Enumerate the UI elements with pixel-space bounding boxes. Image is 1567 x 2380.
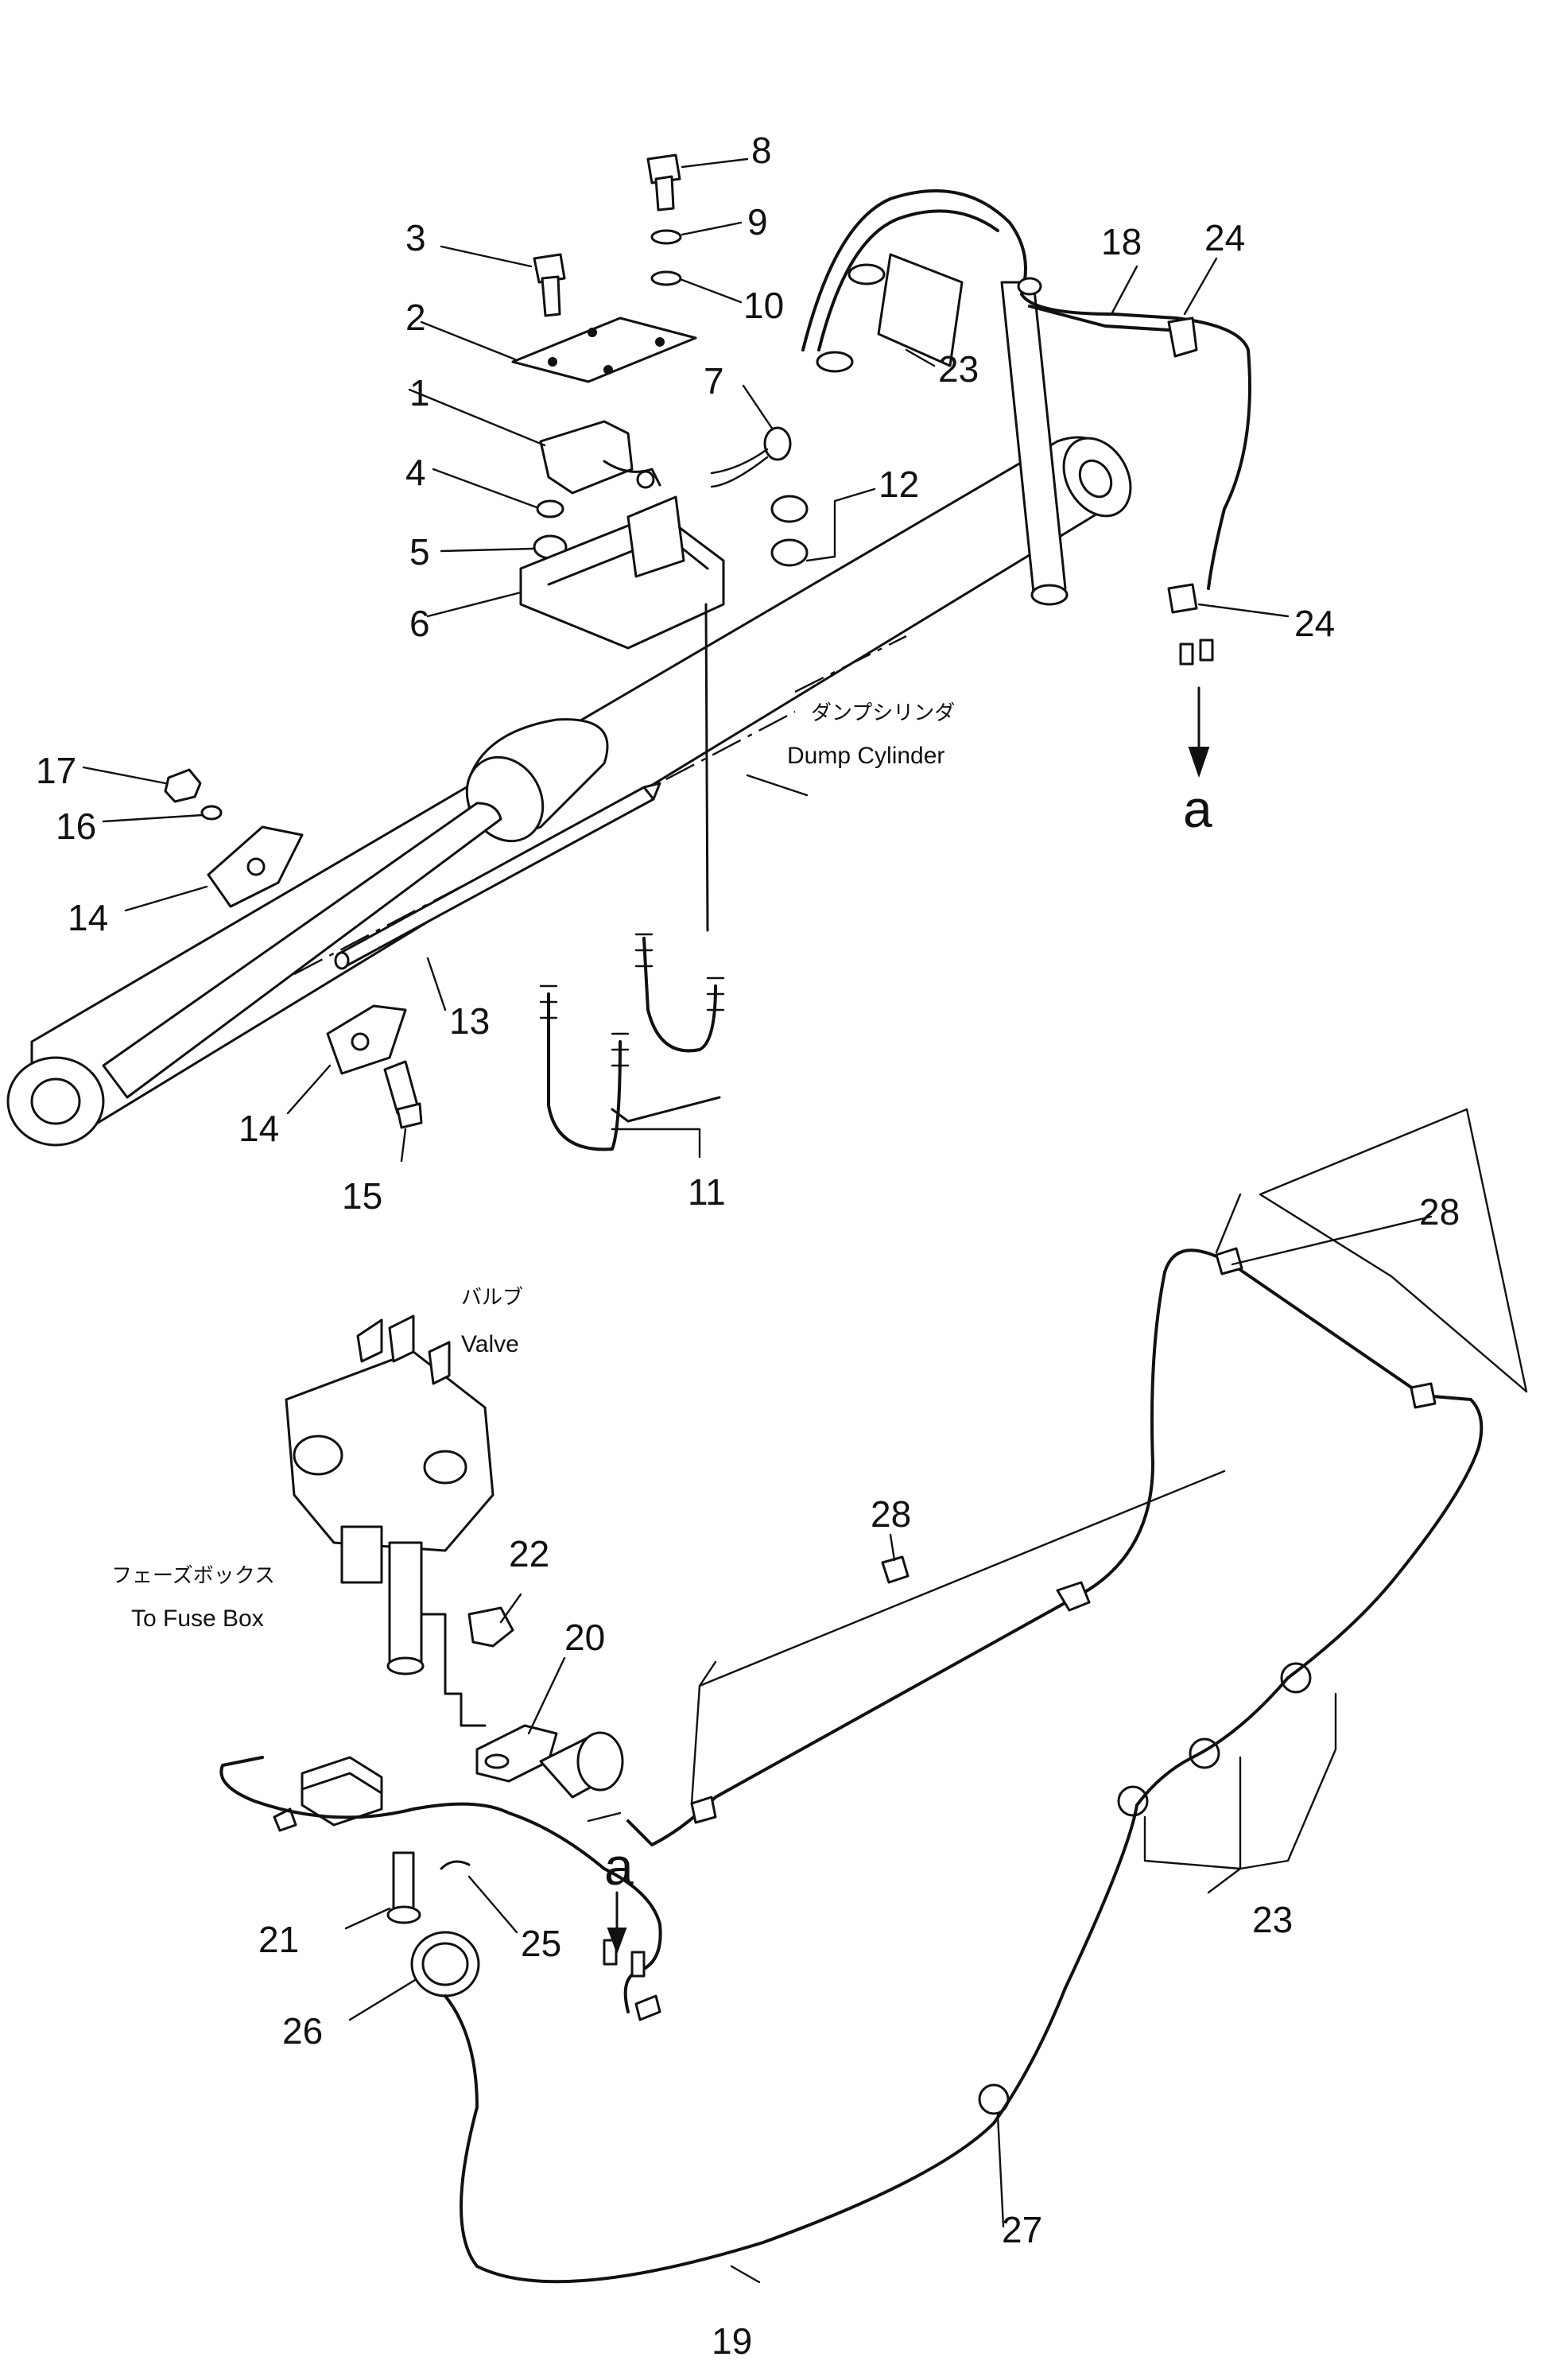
harness-lower [219,1247,1484,2284]
valve-label-jp: バルブ [461,1286,523,1310]
part-number-14-lower: 14 [239,1108,279,1149]
part-number-13: 13 [449,1000,490,1042]
part-number-21: 21 [258,1919,299,1960]
part-number-23-bottom: 23 [1252,1899,1293,1940]
part-number-28-middle: 28 [871,1493,911,1535]
part-number-20: 20 [564,1617,605,1658]
part-number-4: 4 [405,452,426,493]
ref-arrow-lower [607,1891,627,1955]
fuse-box-label-en: To Fuse Box [131,1605,264,1632]
part-number-23-top: 23 [938,348,979,390]
rod-brackets [164,768,423,1129]
part-number-24-bottom: 24 [1294,603,1335,644]
part-number-22: 22 [509,1533,549,1574]
part-number-17: 17 [36,750,76,791]
part-number-26: 26 [282,2010,323,2052]
part-number-18: 18 [1101,221,1142,262]
part-number-10: 10 [743,285,784,326]
part-number-5: 5 [409,531,430,573]
limit-switch-assembly [511,153,1214,932]
dump-cylinder-label-en: Dump Cylinder [787,743,944,769]
leader-lines-upper [82,157,1290,1163]
ref-letter-a-bottom: a [604,1837,634,1896]
part-number-3: 3 [405,217,426,258]
dump-cylinder [6,436,1132,1147]
valve [285,1314,495,1727]
part-number-6: 6 [409,603,430,644]
dump-cylinder-label-jp: ダンプシリンダ [811,701,955,725]
part-number-28-right: 28 [1419,1191,1460,1233]
part-number-12: 12 [879,464,919,505]
switch-rod [334,782,661,970]
u-bolts [539,933,725,1151]
part-number-14-upper: 14 [68,897,108,938]
part-number-24-top: 24 [1204,217,1245,258]
part-number-15: 15 [342,1175,382,1217]
part-number-9: 9 [747,201,768,243]
vertical-pipe [801,189,1251,606]
fuse-box-connector [273,1756,383,1832]
fuse-box-label-jp: フェーズボックス [111,1564,275,1588]
leader-lines-lower [344,1108,1528,2284]
part-number-11: 11 [688,1171,726,1213]
part-number-8: 8 [751,130,772,171]
valve-label-en: Valve [461,1331,519,1357]
part-number-27: 27 [1002,2209,1042,2250]
part-number-2: 2 [405,297,426,338]
part-number-19: 19 [712,2320,752,2362]
part-number-25: 25 [521,1923,561,1964]
part-number-1: 1 [409,372,430,413]
ref-letter-a-top: a [1183,779,1212,838]
part-number-16: 16 [56,806,96,847]
part-number-7: 7 [704,360,724,402]
clamp-hardware [386,1606,624,1998]
ref-arrow-upper [1188,686,1210,778]
